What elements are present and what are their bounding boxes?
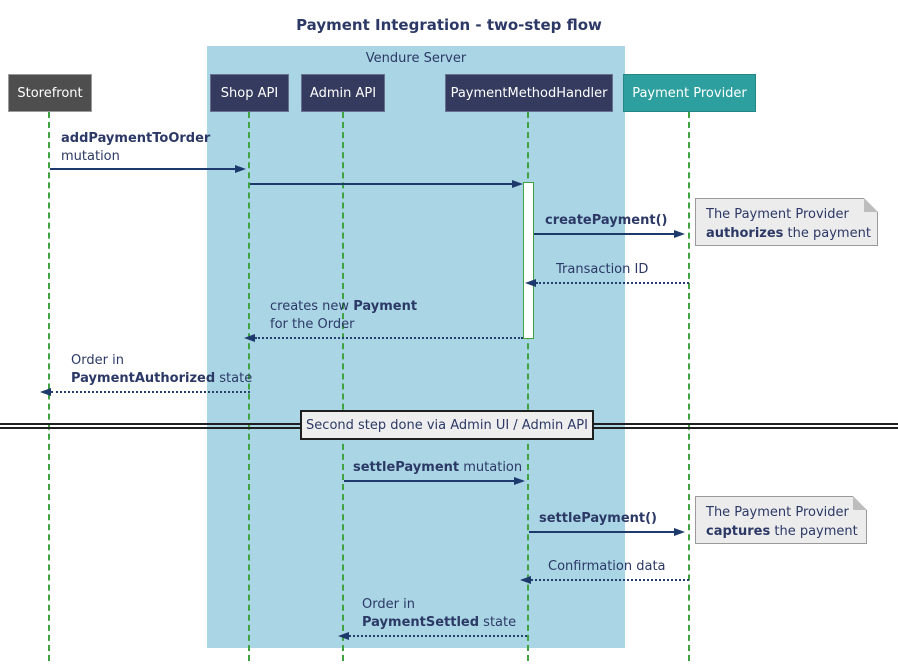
lifeline-payment-method-handler bbox=[527, 112, 529, 661]
message-arrow-settle-call bbox=[529, 528, 685, 536]
message-arrow-order-authorized bbox=[40, 388, 250, 396]
message-arrow-order-settled bbox=[338, 632, 527, 640]
message-arrow-settle-mutation bbox=[344, 477, 525, 485]
message-text: addPaymentToOrder bbox=[61, 131, 211, 146]
participant-shop-api: Shop API bbox=[210, 74, 289, 112]
message-arrow-confirmation bbox=[520, 576, 689, 584]
participant-payment-provider: Payment Provider bbox=[623, 74, 756, 112]
message-arrow-shop-to-handler bbox=[250, 180, 523, 188]
message-text: Confirmation data bbox=[548, 559, 666, 574]
arrowhead-left-icon bbox=[40, 388, 51, 396]
message-text: state bbox=[215, 371, 253, 386]
note-text: The Payment Provider bbox=[706, 505, 849, 520]
message-text-emphasis: PaymentAuthorized bbox=[71, 371, 216, 386]
divider-text: Second step done via Admin UI / Admin AP… bbox=[306, 417, 588, 433]
message-label-settle-mutation: settlePayment mutation bbox=[353, 459, 522, 477]
message-text: state bbox=[479, 615, 517, 630]
message-text: for the Order bbox=[270, 317, 355, 332]
message-label-order-settled: Order in PaymentSettled state bbox=[362, 596, 516, 632]
arrowhead-right-icon bbox=[514, 477, 525, 485]
lifeline-admin-api bbox=[342, 112, 344, 661]
message-label-creates-payment: creates new Payment for the Order bbox=[270, 298, 417, 334]
note-text-emphasis: captures bbox=[706, 524, 771, 539]
participant-shop-api-label: Shop API bbox=[220, 85, 279, 101]
participant-payment-method-handler-label: PaymentMethodHandler bbox=[450, 85, 608, 101]
note-capture: The Payment Provider captures the paymen… bbox=[695, 496, 867, 544]
message-label-order-authorized: Order in PaymentAuthorized state bbox=[71, 352, 252, 388]
message-arrow-add-payment bbox=[50, 165, 246, 173]
activation-bar bbox=[523, 182, 534, 339]
arrowhead-right-icon bbox=[674, 528, 685, 536]
message-arrow-create-payment bbox=[534, 230, 685, 238]
arrowhead-right-icon bbox=[235, 165, 246, 173]
participant-admin-api: Admin API bbox=[301, 74, 385, 112]
arrowhead-left-icon bbox=[520, 576, 531, 584]
arrowhead-left-icon bbox=[244, 334, 255, 342]
vendure-server-label: Vendure Server bbox=[365, 51, 467, 66]
message-text: Transaction ID bbox=[556, 262, 649, 277]
note-fold-corner-icon bbox=[864, 198, 878, 212]
lifeline-storefront bbox=[48, 112, 50, 661]
message-label-create-payment: createPayment() bbox=[545, 212, 667, 230]
diagram-title: Payment Integration - two-step flow bbox=[296, 16, 602, 34]
message-text-emphasis: Payment bbox=[353, 299, 418, 314]
message-arrow-transaction-id bbox=[525, 279, 689, 287]
note-text-emphasis: authorizes bbox=[706, 226, 784, 241]
note-text: The Payment Provider bbox=[706, 207, 849, 222]
arrowhead-right-icon bbox=[674, 230, 685, 238]
participant-payment-provider-label: Payment Provider bbox=[632, 85, 747, 101]
message-text-emphasis: settlePayment bbox=[353, 460, 460, 475]
lifeline-payment-provider bbox=[688, 112, 690, 661]
message-text-emphasis: PaymentSettled bbox=[362, 615, 480, 630]
message-label-confirmation: Confirmation data bbox=[548, 558, 666, 576]
arrowhead-left-icon bbox=[525, 279, 536, 287]
note-fold-corner-icon bbox=[853, 496, 867, 510]
section-divider-label: Second step done via Admin UI / Admin AP… bbox=[300, 410, 594, 440]
message-text: Order in bbox=[71, 353, 124, 368]
message-text: creates new bbox=[270, 299, 354, 314]
message-text-emphasis: settlePayment() bbox=[539, 511, 657, 526]
participant-storefront: Storefront bbox=[8, 74, 92, 112]
message-text: mutation bbox=[61, 149, 120, 164]
message-text: createPayment() bbox=[545, 213, 668, 228]
message-label-add-payment: addPaymentToOrder mutation bbox=[61, 130, 210, 166]
note-authorize: The Payment Provider authorizes the paym… bbox=[695, 198, 878, 246]
message-text: Order in bbox=[362, 597, 415, 612]
participant-admin-api-label: Admin API bbox=[309, 85, 377, 101]
participant-payment-method-handler: PaymentMethodHandler bbox=[445, 74, 613, 112]
vendure-server-box: Vendure Server bbox=[207, 46, 625, 648]
message-text: mutation bbox=[459, 460, 523, 475]
message-label-transaction-id: Transaction ID bbox=[556, 261, 648, 279]
arrowhead-right-icon bbox=[512, 180, 523, 188]
note-text: the payment bbox=[770, 524, 858, 539]
lifeline-shop-api bbox=[248, 112, 250, 661]
note-text: the payment bbox=[783, 226, 871, 241]
arrowhead-left-icon bbox=[338, 632, 349, 640]
message-label-settle-call: settlePayment() bbox=[539, 510, 657, 528]
message-arrow-creates-payment bbox=[244, 334, 523, 342]
participant-storefront-label: Storefront bbox=[17, 85, 83, 101]
